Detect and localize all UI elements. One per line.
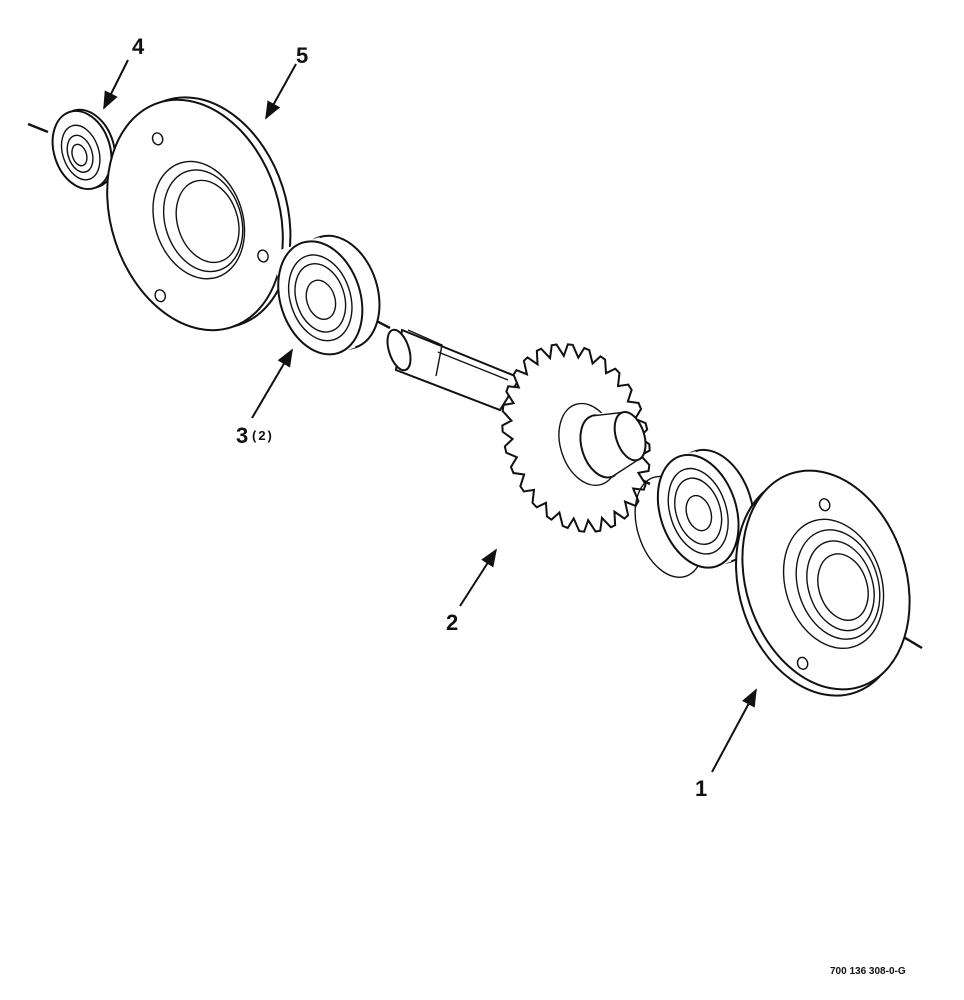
bearing-upper-part — [270, 234, 381, 364]
leader-item-4 — [103, 59, 129, 110]
leader-item-3 — [251, 348, 293, 419]
figure-id: 700 136 308-0-G — [830, 966, 906, 977]
flange-housing-part — [106, 96, 292, 332]
leader-lines — [103, 59, 757, 773]
callout-item-4: 4 — [132, 34, 145, 59]
sprocket-part — [501, 343, 651, 533]
leader-item-5 — [265, 63, 297, 120]
bearing-lower-part — [634, 448, 755, 578]
callout-item-5: 5 — [296, 43, 308, 68]
leader-item-2 — [459, 548, 497, 607]
callout-item-3: 3 — [236, 423, 248, 448]
callout-item-1: 1 — [695, 776, 707, 801]
seal-part — [51, 108, 117, 191]
callout-item-2: 2 — [446, 610, 458, 635]
shaft-part — [386, 328, 522, 412]
leader-item-1 — [711, 688, 757, 773]
flange-housing-lower-part — [735, 469, 911, 697]
callout-item-3-quantity: (2) — [252, 428, 274, 443]
